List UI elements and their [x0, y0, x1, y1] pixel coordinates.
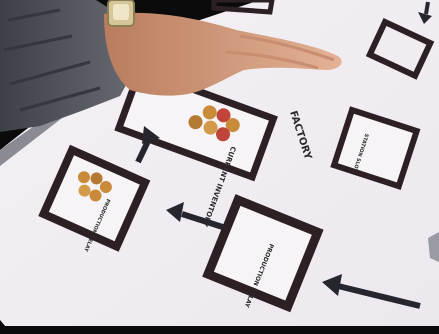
frame-bottom-border [0, 326, 439, 334]
wrist-watch [108, 0, 134, 26]
